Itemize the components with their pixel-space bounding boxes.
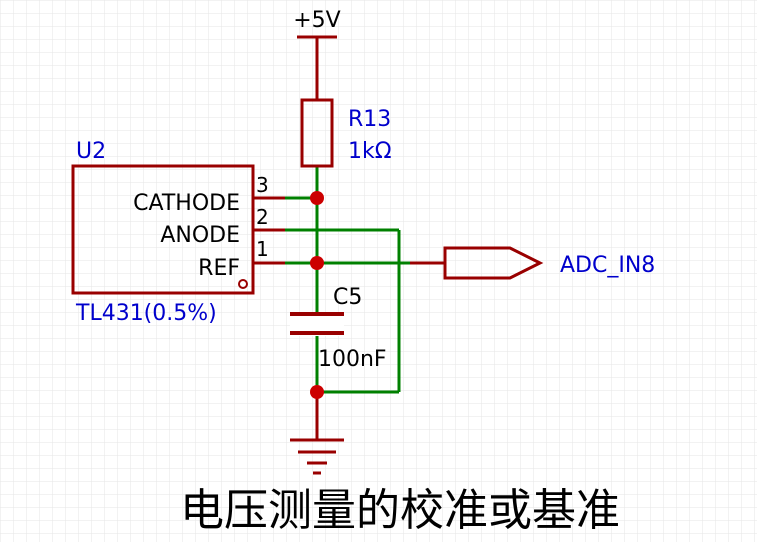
- pin-number-2: 2: [256, 205, 269, 229]
- resistor-value: 1kΩ: [348, 139, 392, 164]
- junction-ground: [310, 385, 324, 399]
- caption: 电压测量的校准或基准: [180, 485, 620, 536]
- pin-name-cathode: CATHODE: [133, 191, 240, 216]
- junction-ref: [310, 256, 324, 270]
- junctions: [310, 191, 324, 399]
- resistor-ref: R13: [348, 107, 391, 132]
- capacitor-value: 100nF: [318, 347, 387, 372]
- capacitor-plates: [290, 312, 344, 335]
- ic-ref: U2: [76, 139, 106, 164]
- resistor-body: [300, 98, 334, 168]
- ic-part: TL431(0.5%): [75, 301, 217, 326]
- pin-name-anode: ANODE: [160, 223, 240, 248]
- ic-pin-leads: [253, 196, 285, 265]
- net-label-text: ADC_IN8: [560, 253, 655, 278]
- ic-pin1-marker: [238, 279, 248, 289]
- pin-number-1: 1: [256, 237, 269, 261]
- net-label-flag: [443, 246, 544, 280]
- power-label: +5V: [293, 8, 340, 33]
- pin-number-3: 3: [256, 173, 269, 197]
- ground-symbol: [290, 392, 344, 475]
- power-symbol: [297, 35, 337, 100]
- junction-cathode: [310, 191, 324, 205]
- capacitor-ref: C5: [333, 285, 362, 310]
- pin-name-ref: REF: [198, 256, 240, 281]
